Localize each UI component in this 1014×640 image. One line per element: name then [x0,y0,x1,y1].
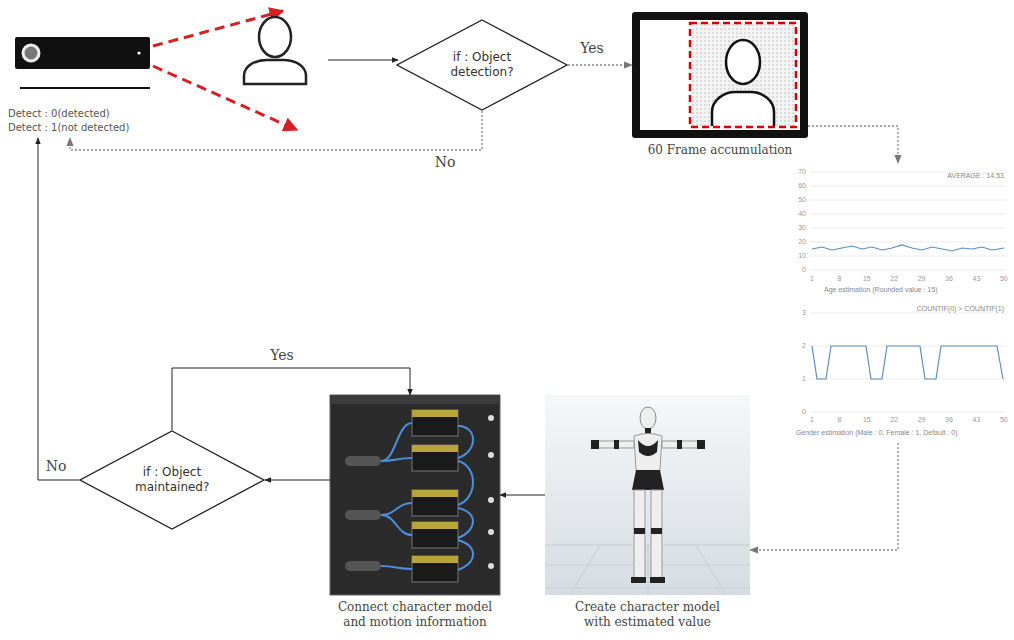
axis-tick: 1 [802,274,822,283]
blueprint-screenshot [330,395,500,595]
edge-label: Yes [578,40,606,56]
axis-tick: 20 [788,237,806,246]
axis-tick: 0 [788,265,806,274]
axis-tick: 50 [994,274,1014,283]
blueprint-box: Connect character model and motion infor… [330,395,500,595]
axis-tick: 8 [829,415,849,424]
axis-tick: 15 [857,274,877,283]
chart-text: COUNTIF(0) > COUNTIF(1) [917,304,1004,313]
decision-text: if : Object detection? [445,50,519,80]
axis-tick: 36 [939,415,959,424]
status-text: Detect : 1(not detected) [8,122,129,134]
caption-text: Create character model with estimated va… [562,600,734,630]
axis-tick: 8 [829,274,849,283]
monitor-picture [632,12,808,138]
chart-text: AVERAGE : 14.53 [947,171,1004,180]
decision-text: if : Object maintained? [135,465,209,495]
sensor-node: Detect : 0(detected) Detect : 1(not detec… [8,25,160,138]
status-text: Detect : 0(detected) [8,108,110,120]
character-render [545,395,750,595]
axis-tick: 43 [966,415,986,424]
axis-tick: 29 [912,415,932,424]
caption-text: 60 Frame accumulation [648,143,793,158]
decision-diamond: if : Object detection? [396,19,568,111]
axis-tick: 36 [939,274,959,283]
axis-tick: 15 [857,415,877,424]
dotted-arrow [750,443,898,550]
flow-arrow [38,138,79,480]
chart-text: Age estimation (Rounded value : 15) [824,285,938,294]
person-icon [244,17,306,84]
axis-tick: 22 [884,274,904,283]
axis-tick: 29 [912,274,932,283]
edge-label: No [44,458,69,474]
caption-text: Connect character model and motion infor… [329,600,501,630]
sensor-icon [15,37,150,88]
axis-tick: 1 [802,415,822,424]
chart-text: Gender estimation (Male : 0, Female : 1,… [796,428,957,437]
character-box: Create character model with estimated va… [545,395,750,595]
axis-tick: 50 [994,415,1014,424]
axis-tick: 10 [788,251,806,260]
axis-tick: 40 [788,209,806,218]
axis-tick: 43 [966,274,986,283]
axis-tick: 22 [884,415,904,424]
axis-tick: 70 [788,167,806,176]
flow-arrow [328,60,398,61]
age-chart [786,163,1010,298]
dotted-arrow [808,126,898,163]
axis-tick: 1 [788,374,806,383]
axis-tick: 30 [788,223,806,232]
decision-diamond: if : Object maintained? [79,430,265,530]
dotted-arrow [70,111,482,150]
flow-arrow [172,368,410,430]
axis-tick: 0 [788,407,806,416]
edge-label: No [433,154,458,170]
gender-chart [786,303,1010,443]
axis-tick: 3 [788,308,806,317]
flow-arrow [500,495,545,496]
axis-tick: 50 [788,195,806,204]
monitor-box: 60 Frame accumulation [632,12,808,138]
axis-tick: 60 [788,181,806,190]
dotted-arrow [568,64,632,65]
edge-label: Yes [268,347,296,363]
flow-arrow [265,480,330,481]
axis-tick: 2 [788,341,806,350]
